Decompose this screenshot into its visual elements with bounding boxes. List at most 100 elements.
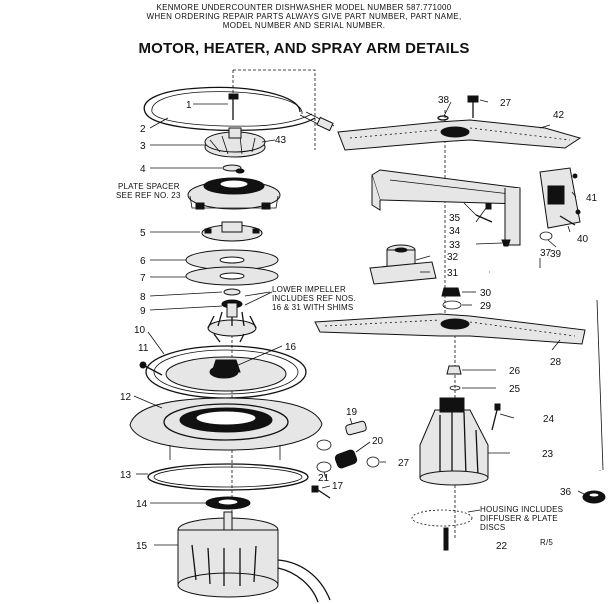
upper-spray-arm-42 — [337, 119, 582, 151]
part-number-32: 32 — [447, 252, 459, 263]
part-number-30: 30 — [480, 288, 492, 299]
part-number-2: 2 — [140, 124, 146, 135]
shim-8 — [223, 288, 241, 296]
part-number-12: 12 — [120, 392, 132, 403]
part-number-33: 33 — [449, 240, 461, 251]
part-number-23: 23 — [542, 449, 554, 460]
washer-29 — [442, 300, 462, 310]
impeller-hub-16 — [211, 359, 241, 373]
part-number-43: 43 — [275, 135, 287, 146]
part-number-13: 13 — [120, 470, 132, 481]
header-line-1: KENMORE UNDERCOUNTER DISHWASHER MODEL NU… — [156, 3, 452, 12]
part-number-35: 35 — [449, 213, 461, 224]
part-number-15: 15 — [136, 541, 148, 552]
part-number-11: 11 — [138, 343, 149, 354]
part-number-29: 29 — [480, 301, 492, 312]
plate-spacer — [187, 177, 281, 210]
note-impeller-line-2: INCLUDES REF NOS. — [272, 294, 356, 303]
page-code: R/5 — [540, 538, 553, 547]
note-plate-spacer-line-2: SEE REF NO. 23 — [116, 191, 181, 200]
plate-disc-7 — [185, 266, 279, 286]
part-number-5: 5 — [140, 228, 146, 239]
part-number-20: 20 — [372, 436, 384, 447]
clamp-21 — [316, 439, 332, 473]
washer-25 — [449, 385, 461, 391]
part-number-9: 9 — [140, 306, 146, 317]
part-number-27-lower: 27 — [398, 458, 410, 469]
screw-24 — [491, 403, 501, 431]
lower-impeller — [207, 302, 257, 343]
part-number-41: 41 — [586, 193, 598, 204]
part-number-7: 7 — [140, 273, 146, 284]
bracket-41 — [539, 167, 581, 229]
part-number-40: 40 — [577, 234, 589, 245]
part-number-1: 1 — [186, 100, 192, 111]
note-housing-line-1: HOUSING INCLUDES — [480, 505, 563, 514]
part-number-14: 14 — [136, 499, 148, 510]
part-number-17: 17 — [332, 481, 344, 492]
part-number-22: 22 — [496, 541, 508, 552]
screw-27-upper — [467, 95, 479, 118]
manifold-35 — [371, 169, 521, 246]
washer-4 — [222, 164, 245, 174]
screw-40 — [559, 215, 576, 226]
part-number-6: 6 — [140, 256, 146, 267]
header-line-2: WHEN ORDERING REPAIR PARTS ALWAYS GIVE P… — [146, 12, 462, 21]
part-number-16: 16 — [285, 342, 297, 353]
note-housing-line-2: DIFFUSER & PLATE — [480, 514, 558, 523]
clamp-27-lower — [366, 456, 380, 468]
note-impeller-line-1: LOWER IMPELLER — [272, 285, 346, 294]
part-number-31: 31 — [447, 268, 459, 279]
part-number-24: 24 — [543, 414, 555, 425]
part-number-8: 8 — [140, 292, 146, 303]
part-number-42: 42 — [553, 110, 565, 121]
diffuser-5 — [201, 221, 263, 242]
screw-11 — [139, 361, 163, 376]
heater-element — [143, 86, 335, 132]
part-number-3: 3 — [140, 141, 146, 152]
seal-14 — [205, 496, 251, 510]
header-line-3: MODEL NUMBER AND SERIAL NUMBER. — [222, 21, 386, 30]
part-number-19: 19 — [346, 407, 358, 418]
part-number-labels: 1 2 3 4 5 6 7 8 9 10 11 12 13 14 15 16 1… — [120, 95, 598, 552]
part-number-28: 28 — [550, 357, 562, 368]
cap-36 — [582, 490, 606, 504]
part-number-4: 4 — [140, 164, 146, 175]
part-number-21: 21 — [318, 473, 330, 484]
washer-38 — [437, 115, 449, 121]
note-impeller-line-3: 16 & 31 WITH SHIMS — [272, 303, 353, 312]
nut-33 — [501, 239, 511, 247]
diffuser-disc-22 — [411, 509, 473, 551]
screw-34 — [475, 203, 493, 223]
clip-19 — [345, 420, 367, 436]
part-number-27-upper: 27 — [500, 98, 512, 109]
leader-lines — [133, 99, 585, 546]
note-plate-spacer-line-1: PLATE SPACER — [118, 182, 180, 191]
screw-17 — [311, 485, 331, 499]
hose-20 — [334, 449, 358, 469]
part-number-25: 25 — [509, 384, 521, 395]
pump-housing-12 — [129, 397, 323, 460]
diagram-notes: PLATE SPACER SEE REF NO. 23 LOWER IMPELL… — [116, 182, 563, 547]
part-number-38: 38 — [438, 95, 450, 106]
feed-tube-37 — [489, 264, 604, 471]
lower-spray-arm-28 — [314, 313, 586, 345]
part-number-26: 26 — [509, 366, 521, 377]
note-housing-line-3: DISCS — [480, 523, 505, 532]
shim-31 — [369, 261, 437, 285]
motor-15 — [177, 511, 331, 603]
part-number-34: 34 — [449, 226, 461, 237]
screw-1 — [228, 93, 239, 120]
diagram-title: MOTOR, HEATER, AND SPRAY ARM DETAILS — [138, 40, 470, 57]
part-number-10: 10 — [134, 325, 146, 336]
part-number-39: 39 — [550, 249, 562, 260]
upper-impeller-cap — [204, 127, 266, 158]
nut-30 — [441, 287, 461, 297]
pump-housing-23 — [419, 397, 489, 486]
gasket-39 — [539, 231, 553, 241]
nut-26 — [446, 365, 462, 375]
part-number-37: 37 — [540, 248, 552, 259]
ring-13 — [147, 463, 309, 491]
part-number-36: 36 — [560, 487, 572, 498]
